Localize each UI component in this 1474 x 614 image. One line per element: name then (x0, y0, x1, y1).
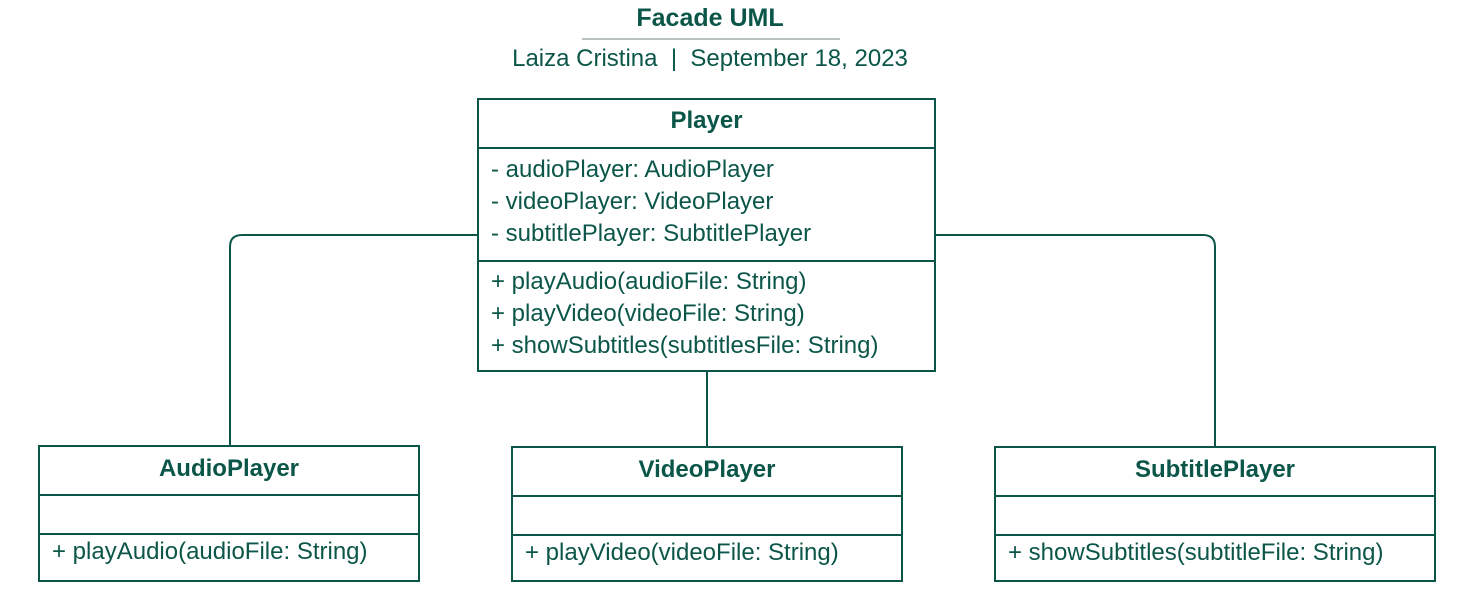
method-item: + playVideo(videoFile: String) (491, 300, 805, 327)
attribute-item: - audioPlayer: AudioPlayer (491, 156, 774, 183)
class-methods: + showSubtitles(subtitleFile: String) (996, 536, 1434, 569)
diagram-subtitle: Laiza Cristina | September 18, 2023 (512, 45, 908, 72)
method-item: + showSubtitles(subtitleFile: String) (1008, 539, 1384, 566)
attribute-item: - videoPlayer: VideoPlayer (491, 188, 774, 215)
class-methods: + playVideo(videoFile: String) (513, 536, 901, 569)
class-name: VideoPlayer (513, 448, 901, 497)
class-attributes (996, 497, 1434, 536)
class-subtitleplayer[interactable]: SubtitlePlayer + showSubtitles(subtitleF… (994, 446, 1436, 582)
class-attributes: - audioPlayer: AudioPlayer - videoPlayer… (479, 149, 934, 262)
class-methods: + playAudio(audioFile: String) + playVid… (479, 262, 934, 362)
method-item: + playAudio(audioFile: String) (491, 268, 807, 295)
class-methods: + playAudio(audioFile: String) (40, 535, 418, 568)
class-audioplayer[interactable]: AudioPlayer + playAudio(audioFile: Strin… (38, 445, 420, 582)
connector-player-subtitleplayer (936, 234, 1216, 446)
method-item: + playVideo(videoFile: String) (525, 539, 839, 566)
method-item: + showSubtitles(subtitlesFile: String) (491, 332, 879, 359)
title-underline (582, 38, 840, 40)
diagram-title: Facade UML (636, 4, 784, 32)
class-name: SubtitlePlayer (996, 448, 1434, 497)
method-item: + playAudio(audioFile: String) (52, 538, 368, 565)
class-attributes (513, 497, 901, 536)
connector-player-audioplayer (229, 234, 477, 445)
class-attributes (40, 496, 418, 535)
attribute-item: - subtitlePlayer: SubtitlePlayer (491, 220, 812, 247)
class-player[interactable]: Player - audioPlayer: AudioPlayer - vide… (477, 98, 936, 372)
class-videoplayer[interactable]: VideoPlayer + playVideo(videoFile: Strin… (511, 446, 903, 582)
class-name: AudioPlayer (40, 447, 418, 496)
class-name: Player (479, 100, 934, 149)
